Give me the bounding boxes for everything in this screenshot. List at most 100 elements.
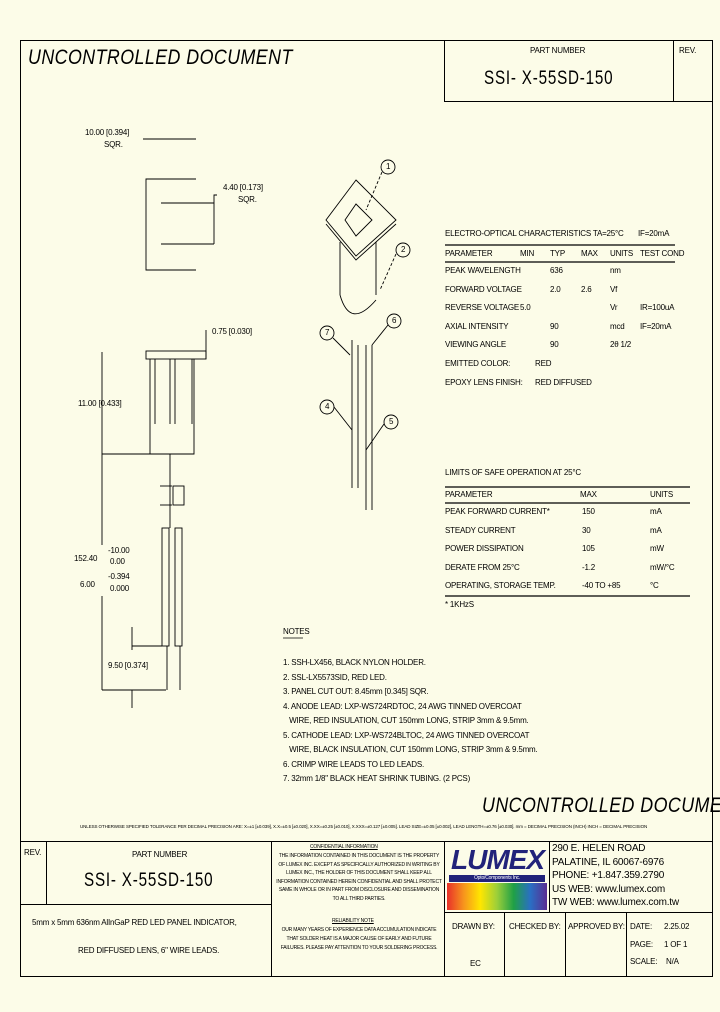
limits-header: PARAMETER <box>445 490 493 499</box>
callout-6: 6 <box>392 316 397 325</box>
divider <box>20 841 713 842</box>
address-line: TW WEB: www.lumex.com.tw <box>552 897 679 908</box>
eo-header: PARAMETER <box>445 249 493 258</box>
divider <box>673 40 674 102</box>
divider <box>444 40 445 102</box>
callout-7: 7 <box>325 328 330 337</box>
eo-cell: 2.6 <box>581 284 592 294</box>
note-item: 3. PANEL CUT OUT: 8.45mm [0.345] SQR. <box>283 687 429 696</box>
page-label: PAGE: <box>630 940 653 949</box>
dim-top-sub: SQR. <box>104 140 123 149</box>
eo-cell: IF=20mA <box>640 321 672 331</box>
divider <box>20 904 272 905</box>
window-dimension <box>213 194 217 244</box>
eo-header: UNITS <box>610 249 634 258</box>
eo-parameter: EMITTED COLOR: <box>445 359 511 368</box>
dim-top: 10.00 [0.394] <box>85 128 130 137</box>
notes-title: NOTES <box>283 627 310 636</box>
eo-cell: 2θ 1/2 <box>610 340 632 350</box>
limits-cell: mW/°C <box>650 562 675 572</box>
note-item: WIRE, BLACK INSULATION, CUT 150mm LONG, … <box>283 745 538 754</box>
eo-parameter: REVERSE VOLTAGE <box>445 303 520 313</box>
eo-cell: RED DIFFUSED <box>535 377 592 387</box>
eo-cell: 90 <box>550 340 559 350</box>
logo-tagline: Opto/Components Inc. <box>449 875 545 882</box>
note-item: 7. 32mm 1/8" BLACK HEAT SHRINK TUBING. (… <box>283 774 471 783</box>
description-line-1: 5mm x 5mm 636nm AlInGaP RED LED PANEL IN… <box>32 918 237 927</box>
address-line: 290 E. HELEN ROAD <box>552 843 646 854</box>
note-item: 4. ANODE LEAD: LXP-WS724RDTOC, 24 AWG TI… <box>283 701 522 711</box>
lumex-logo: LUMEX Opto/Components Inc. <box>447 843 547 910</box>
holder-outline <box>145 178 196 271</box>
confidential-text: THE INFORMATION CONTAINED IN THIS DOCUME… <box>276 853 442 902</box>
callout-4: 4 <box>325 402 330 411</box>
dim-height: 11.00 [0.433] <box>78 399 122 408</box>
logo-wordmark: LUMEX <box>451 844 545 875</box>
footer-rev-label: REV. <box>24 848 42 857</box>
note-item: 2. SSL-LX5573SID, RED LED. <box>283 672 387 682</box>
limits-title: LIMITS OF SAFE OPERATION AT 25°C <box>445 468 581 477</box>
drawn-by-label: DRAWN BY: <box>452 922 495 931</box>
checked-by-label: CHECKED BY: <box>509 922 561 931</box>
divider <box>271 841 272 977</box>
tolerance-note: UNLESS OTHERWISE SPECIFIED TOLERANCE PER… <box>80 824 648 829</box>
address-line: US WEB: www.lumex.com <box>552 883 666 895</box>
page: 1 OF 1 <box>664 940 688 949</box>
dim-lead-mm-tol-top: -10.00 <box>108 546 130 555</box>
eo-cell: IR=100uA <box>640 303 675 313</box>
dim-lead-in-tol-bot: 0.000 <box>110 584 130 593</box>
limits-cell: -1.2 <box>582 562 595 572</box>
rev-label: REV. <box>679 46 697 55</box>
limits-header: MAX <box>580 490 597 499</box>
eo-header: MAX <box>581 249 598 258</box>
eo-header: TEST COND <box>640 249 685 258</box>
limits-cell: 105 <box>582 544 595 554</box>
dim-strip: 9.50 [0.374] <box>108 661 148 670</box>
dim-lead-in-tol-top: -0.394 <box>108 572 130 581</box>
note-item: WIRE, RED INSULATION, CUT 150mm LONG, ST… <box>283 716 529 725</box>
reliability-text: OUR MANY YEARS OF EXPERIENCE DATA ACCUMU… <box>280 927 438 951</box>
dim-window-sub: SQR. <box>238 195 257 204</box>
eo-cell: 636 <box>550 266 563 275</box>
part-number-label: PART NUMBER <box>530 46 586 55</box>
limits-cell: -40 TO +85 <box>582 581 621 591</box>
drawing-frame <box>20 40 713 977</box>
limits-parameter: PEAK FORWARD CURRENT* <box>445 507 550 516</box>
eo-title: ELECTRO-OPTICAL CHARACTERISTICS TA=25°C <box>445 229 624 238</box>
divider <box>444 912 713 913</box>
footer-watermark: UNCONTROLLED DOCUMENT <box>482 794 720 817</box>
eo-cell: Vr <box>610 303 618 313</box>
limits-header: UNITS <box>650 490 674 499</box>
eo-parameter: FORWARD VOLTAGE <box>445 284 522 294</box>
eo-cell: Vf <box>610 284 618 294</box>
note-item: 6. CRIMP WIRE LEADS TO LED LEADS. <box>283 759 425 769</box>
description-line-2: RED DIFFUSED LENS, 6" WIRE LEADS. <box>78 946 220 955</box>
scale: N/A <box>666 957 679 966</box>
note-item: 1. SSH-LX456, BLACK NYLON HOLDER. <box>283 658 426 667</box>
dim-flange: 0.75 [0.030] <box>212 327 252 336</box>
callout-2: 2 <box>401 245 406 254</box>
date-label: DATE: <box>630 922 652 931</box>
eo-cell: 90 <box>550 321 559 331</box>
limits-cell: 30 <box>582 525 591 535</box>
drawn-by: EC <box>470 959 481 968</box>
divider <box>549 841 550 913</box>
address-line: PHONE: +1.847.359.2790 <box>552 870 665 881</box>
eo-parameter: PEAK WAVELENGTH <box>445 266 521 275</box>
eo-cell: mcd <box>610 321 625 331</box>
callout-5: 5 <box>389 417 394 426</box>
eo-parameter: AXIAL INTENSITY <box>445 321 509 331</box>
limits-cell: mA <box>650 507 662 516</box>
part-number: SSI- X-55SD-150 <box>484 68 614 89</box>
dim-window: 4.40 [0.173] <box>223 183 263 192</box>
footer-part-number: SSI- X-55SD-150 <box>84 870 214 891</box>
divider <box>444 101 713 102</box>
divider <box>46 841 47 905</box>
limits-parameter: OPERATING, STORAGE TEMP. <box>445 581 556 591</box>
approved-by-label: APPROVED BY: <box>568 922 625 931</box>
footer-part-number-label: PART NUMBER <box>132 850 188 859</box>
eo-condition: IF=20mA <box>638 229 670 238</box>
scale-label: SCALE: <box>630 957 658 966</box>
dim-lead-mm-tol-bot: 0.00 <box>110 557 125 566</box>
